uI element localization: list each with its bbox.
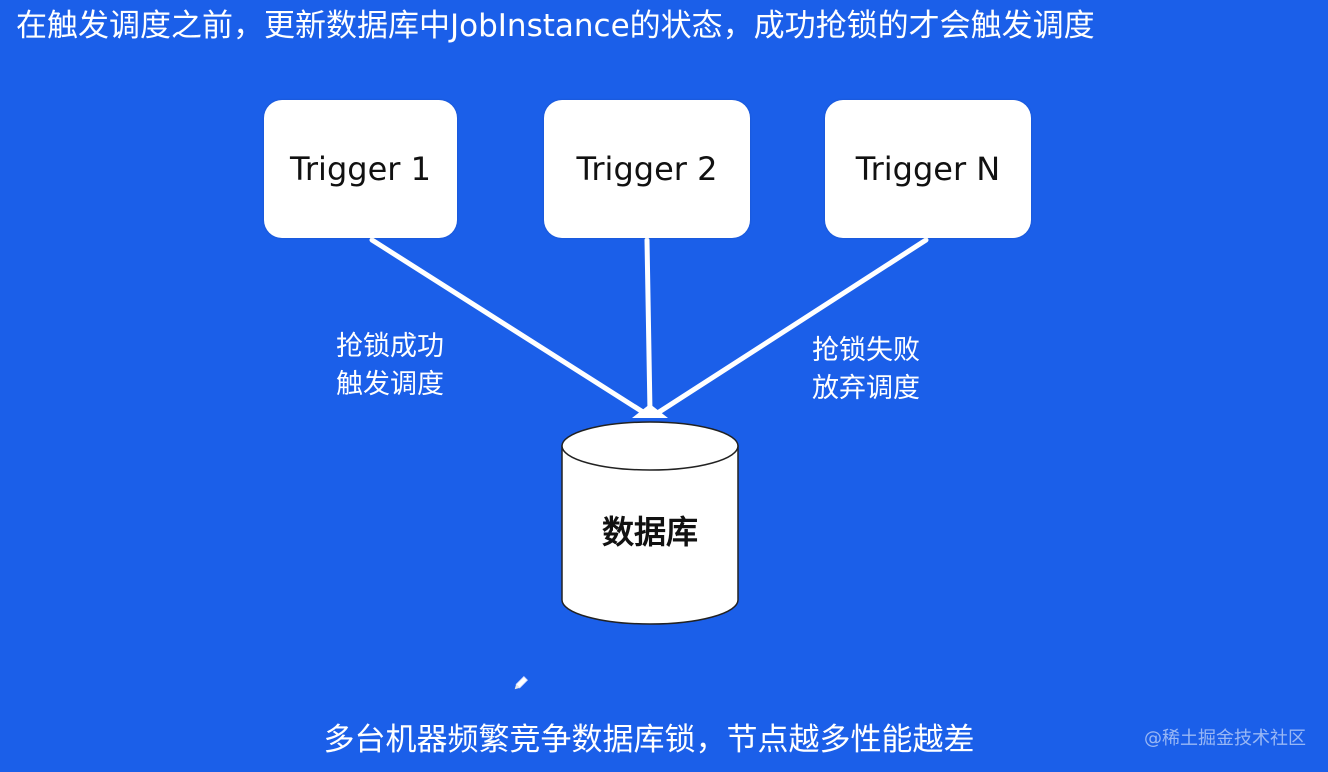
database-label: 数据库 (601, 513, 698, 551)
note-line: 抢锁成功 (336, 331, 444, 362)
trigger-box-n: Trigger N (825, 100, 1031, 238)
note-line: 触发调度 (336, 369, 444, 400)
pencil-icon (514, 676, 528, 690)
trigger-label: Trigger 2 (576, 150, 718, 188)
arrowhead (632, 404, 668, 418)
note-lock-success: 抢锁成功 触发调度 (336, 328, 444, 404)
slide-title: 在触发调度之前，更新数据库中JobInstance的状态，成功抢锁的才会触发调度 (16, 8, 1095, 44)
connector-trigger-2 (644, 237, 653, 415)
trigger-label: Trigger 1 (290, 150, 431, 188)
note-line: 放弃调度 (812, 373, 920, 404)
note-line: 抢锁失败 (812, 335, 920, 366)
database-cylinder (561, 421, 739, 625)
note-lock-fail: 抢锁失败 放弃调度 (812, 332, 920, 408)
trigger-label: Trigger N (855, 150, 1001, 188)
trigger-box-2: Trigger 2 (544, 100, 750, 238)
connector-trigger-n (653, 237, 929, 417)
trigger-box-1: Trigger 1 (264, 100, 457, 238)
connector-trigger-1 (369, 237, 649, 417)
watermark: @稀土掘金技术社区 (1144, 728, 1306, 749)
slide-footer: 多台机器频繁竞争数据库锁，节点越多性能越差 (323, 722, 975, 758)
